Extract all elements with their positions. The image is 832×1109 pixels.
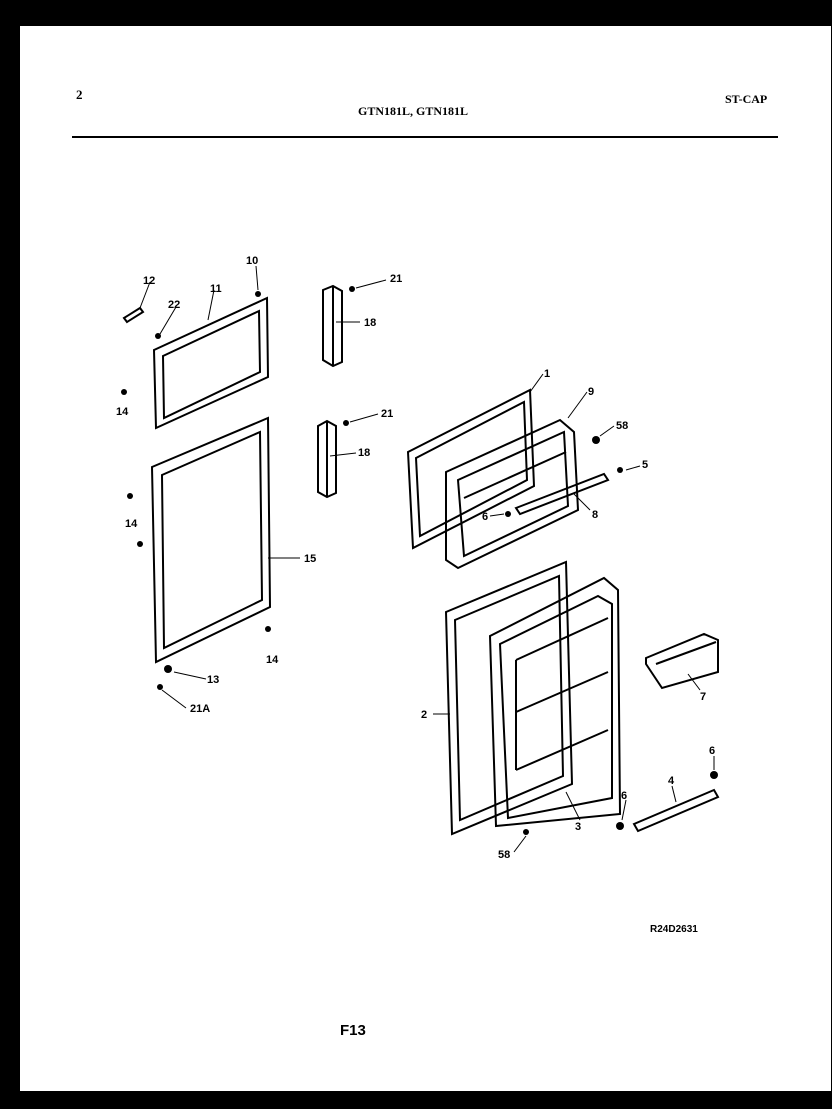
part-label-10: 10 [246,255,258,267]
part-label-14-upper: 14 [116,406,129,418]
part-4-shape [632,788,720,833]
part-label-3: 3 [575,821,581,833]
part-label-58-lower: 58 [498,849,510,861]
part-11-shape [152,296,270,430]
part-label-12: 12 [143,275,155,287]
part-label-21A: 21A [190,703,210,715]
part-label-22: 22 [168,299,180,311]
part-2-shape [444,560,574,836]
part-12-shape [122,306,145,324]
part-1-shape [406,388,536,550]
part-label-18-upper: 18 [364,317,376,329]
part-label-6-left: 6 [621,790,627,802]
part-15-shape [150,416,272,664]
part-label-15: 15 [304,553,316,565]
part-label-11: 11 [210,283,222,295]
part-label-6-right: 6 [709,745,715,757]
reference-code: R24D2631 [650,924,698,935]
part-label-13: 13 [207,674,219,686]
part-label-5: 5 [642,459,648,471]
part-label-6-door: 6 [482,511,488,523]
part-label-14-lower: 14 [266,654,279,666]
figure-number: F13 [340,1022,366,1039]
part-label-1: 1 [544,368,550,380]
part-label-2: 2 [421,709,427,721]
part-8-shape [514,472,610,516]
hardware-parts [121,286,718,835]
header-rule [72,136,778,138]
part-label-8: 8 [592,509,598,521]
part-label-7: 7 [700,691,706,703]
model-numbers: GTN181L, GTN181L [358,104,469,118]
leader-lines [139,265,715,853]
part-label-21-upper: 21 [390,273,402,285]
part-3-shape [488,576,622,828]
page-number: 2 [76,87,83,102]
category-code: ST-CAP [725,92,768,106]
part-label-14-middle: 14 [125,518,138,530]
part-7-shape [645,632,719,690]
part-label-4: 4 [668,775,675,787]
part-label-18-lower: 18 [358,447,370,459]
part-label-21-lower: 21 [381,408,393,420]
diagram-page: 2 GTN181L, GTN181L ST-CAP [20,26,831,1091]
part-label-58-upper: 58 [616,420,628,432]
part-label-9: 9 [588,386,594,398]
part-9-shape [445,418,580,570]
